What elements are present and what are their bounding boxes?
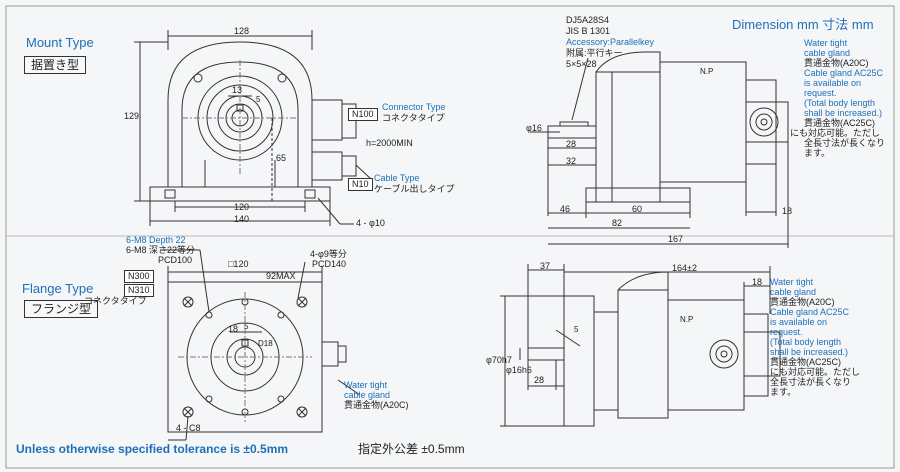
side-note-7: (Total body length xyxy=(804,98,876,108)
sheet-border xyxy=(5,5,895,469)
sq120: □120 xyxy=(228,259,249,269)
side-note-10: にも対応可能。ただし xyxy=(790,128,881,138)
cable-type-jp: ケーブル出しタイプ xyxy=(374,184,455,194)
dim-phi16h6: φ16h6 xyxy=(506,365,532,375)
flange-note-5: is available on xyxy=(770,317,828,327)
flange-note-10: にも対応可能。ただし xyxy=(770,367,861,377)
dim-129: 129 xyxy=(124,111,140,121)
dim-140: 140 xyxy=(234,214,250,224)
tag-n300: N300 xyxy=(124,270,154,283)
depth-en: 6-M8 Depth 22 xyxy=(126,235,186,245)
flange-note-1: Water tight xyxy=(770,277,814,287)
flange-note-12: ます。 xyxy=(770,387,797,397)
connector-type-en: Connector Type xyxy=(382,102,446,112)
flange-note-2: cable gland xyxy=(770,287,817,297)
dim-28: 28 xyxy=(566,139,577,149)
side-note-4: Cable gland AC25C xyxy=(804,68,884,78)
mount-type-heading: Mount Type xyxy=(26,35,94,50)
mount-type-jp-box: 据置き型 xyxy=(24,56,87,74)
dim-82: 82 xyxy=(612,218,623,228)
dim-d18: D18 xyxy=(258,339,273,348)
dim-28-side: 28 xyxy=(534,375,545,385)
dim-5-flange: 5 xyxy=(244,322,249,331)
key-label-jp: 附属:平行キー xyxy=(566,48,623,58)
dim-46: 46 xyxy=(560,204,571,214)
flange-type-heading: Flange Type xyxy=(22,281,94,296)
dim-18: 18 xyxy=(782,206,793,216)
tolerance-note-jp: 指定外公差 ±0.5mm xyxy=(358,442,465,456)
flange-note-6: request. xyxy=(770,327,803,337)
gland-note-2: cable gland xyxy=(344,390,391,400)
flange-note-11: 全長寸法が長くなり xyxy=(770,377,852,387)
dim-4-phi10: 4 - φ10 xyxy=(356,218,385,228)
dim-32: 32 xyxy=(566,156,577,166)
dim-4-c8: 4 - C8 xyxy=(176,423,201,433)
flange-note-9: 貫通金物(AC25C) xyxy=(770,357,842,367)
mount-side-view xyxy=(530,51,789,248)
side-note-3: 貫通金物(A20C) xyxy=(804,58,869,68)
flange-note-3: 貫通金物(A20C) xyxy=(770,297,835,307)
dim-5-side: 5 xyxy=(574,325,579,334)
flange-note-4: Cable gland AC25C xyxy=(770,307,850,317)
dim-phi70: φ70h7 xyxy=(486,355,512,365)
side-note-5: is available on xyxy=(804,78,862,88)
flange-front-view xyxy=(160,249,361,441)
connector-type-jp: コネクタタイプ xyxy=(382,113,445,123)
dim-164: 164±2 xyxy=(672,263,697,273)
holes-4-phi9: 4-φ9等分 xyxy=(310,249,347,259)
pcd140: PCD140 xyxy=(312,259,347,269)
side-note-9: 貫通金物(AC25C) xyxy=(804,118,876,128)
np-label: N.P xyxy=(700,67,714,76)
dim-18-side: 18 xyxy=(752,277,763,287)
tag-n100: N100 xyxy=(348,108,378,121)
depth-jp: 6-M8 深さ22等分 xyxy=(126,245,196,255)
max92: 92MAX xyxy=(266,271,296,281)
dimension-title: Dimension mm 寸法 mm xyxy=(732,17,874,32)
tolerance-note-en: Unless otherwise specified tolerance is … xyxy=(16,442,289,456)
tag-n10: N10 xyxy=(348,178,373,191)
dim-167: 167 xyxy=(668,234,684,244)
tag-n310: N310 xyxy=(124,284,154,297)
cable-length: h=2000MIN xyxy=(366,138,413,148)
mount-front-view xyxy=(134,30,378,226)
side-note-2: cable gland xyxy=(804,48,851,58)
key-label-en: Accessory:Parallelkey xyxy=(566,37,655,47)
side-note-11: 全長寸法が長くなり xyxy=(804,138,886,148)
key-size: 5×5×28 xyxy=(566,59,597,69)
dim-18-flange: 18 xyxy=(228,324,239,334)
pcd100: PCD100 xyxy=(158,255,193,265)
flange-type-jp-box: フランジ型 xyxy=(24,300,99,318)
side-note-6: request. xyxy=(804,88,837,98)
key-spec-2: JIS B 1301 xyxy=(566,26,611,36)
dim-phi16: φ16 xyxy=(526,123,542,133)
key-spec-1: DJ5A28S4 xyxy=(566,15,610,25)
flange-note-7: (Total body length xyxy=(770,337,842,347)
side-note-1: Water tight xyxy=(804,38,848,48)
connector-type-jp-flange: コネクタタイプ xyxy=(84,296,147,306)
dim-60: 60 xyxy=(632,204,643,214)
side-note-12: ます。 xyxy=(804,148,831,158)
gland-note-3: 貫通金物(A20C) xyxy=(344,400,409,410)
dim-65: 65 xyxy=(276,153,287,163)
np-label-flange: N.P xyxy=(680,315,694,324)
dim-120: 120 xyxy=(234,202,250,212)
dim-5: 5 xyxy=(256,95,261,104)
side-note-8: shall be increased.) xyxy=(804,108,883,118)
dim-13: 13 xyxy=(232,85,243,95)
dim-128: 128 xyxy=(234,26,250,36)
gland-note-1: Water tight xyxy=(344,380,388,390)
flange-side-view xyxy=(500,264,781,427)
flange-note-8: shall be increased.) xyxy=(770,347,849,357)
cable-type-en: Cable Type xyxy=(374,173,420,183)
dim-37: 37 xyxy=(540,261,551,271)
